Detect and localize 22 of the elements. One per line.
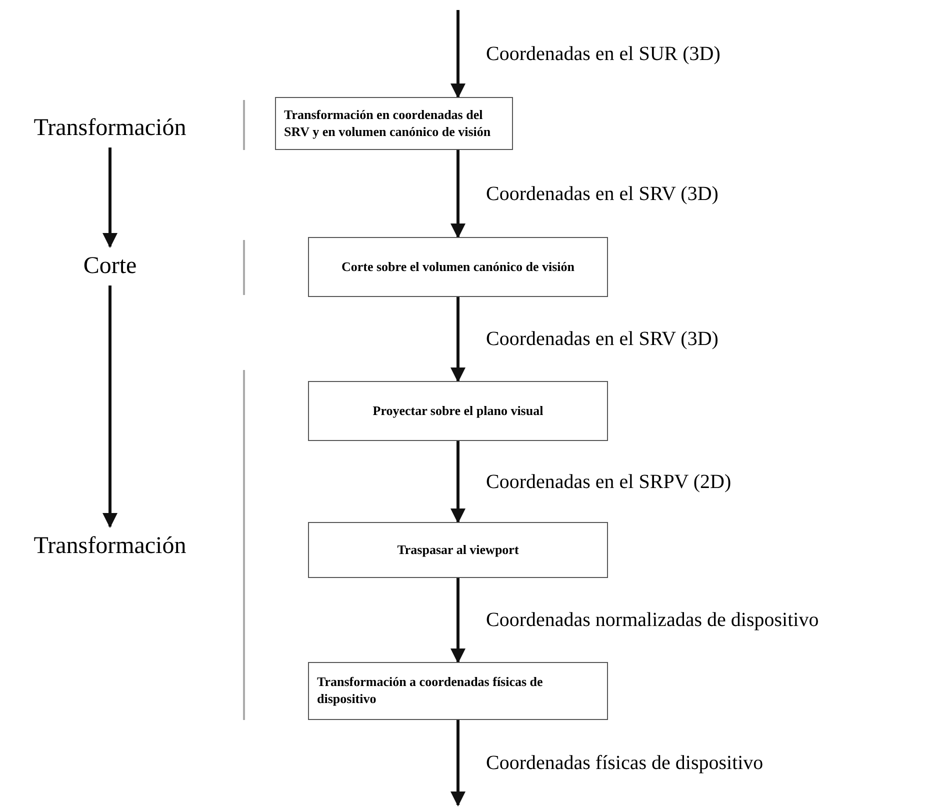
process-box: Transformación a coordenadas físicas de dispositivo	[308, 662, 608, 720]
process-box: Proyectar sobre el plano visual	[308, 381, 608, 441]
arrow	[450, 10, 466, 98]
arrow	[450, 720, 466, 806]
edge-label: Coordenadas físicas de dispositivo	[486, 752, 764, 772]
arrow	[102, 148, 118, 248]
arrow	[450, 150, 466, 238]
stage-label: Transformación	[20, 112, 200, 144]
edge-label: Coordenadas en el SRPV (2D)	[486, 472, 732, 492]
arrow	[450, 441, 466, 524]
process-box: Corte sobre el volumen canónico de visión	[308, 237, 608, 297]
edge-label: Coordenadas normalizadas de dispositivo	[486, 610, 819, 630]
edge-label: Coordenadas en el SRV (3D)	[486, 184, 718, 204]
arrow	[102, 286, 118, 528]
arrow	[450, 578, 466, 664]
edge-label: Coordenadas en el SRV (3D)	[486, 329, 718, 349]
stage-label: Transformación	[20, 530, 200, 562]
process-box: Transformación en coordenadas del SRV y en volumen canónico de visión	[275, 97, 513, 150]
stage-label: Corte	[60, 250, 160, 282]
process-box: Traspasar al viewport	[308, 522, 608, 578]
arrow	[450, 297, 466, 382]
edge-label: Coordenadas en el SUR (3D)	[486, 44, 720, 64]
